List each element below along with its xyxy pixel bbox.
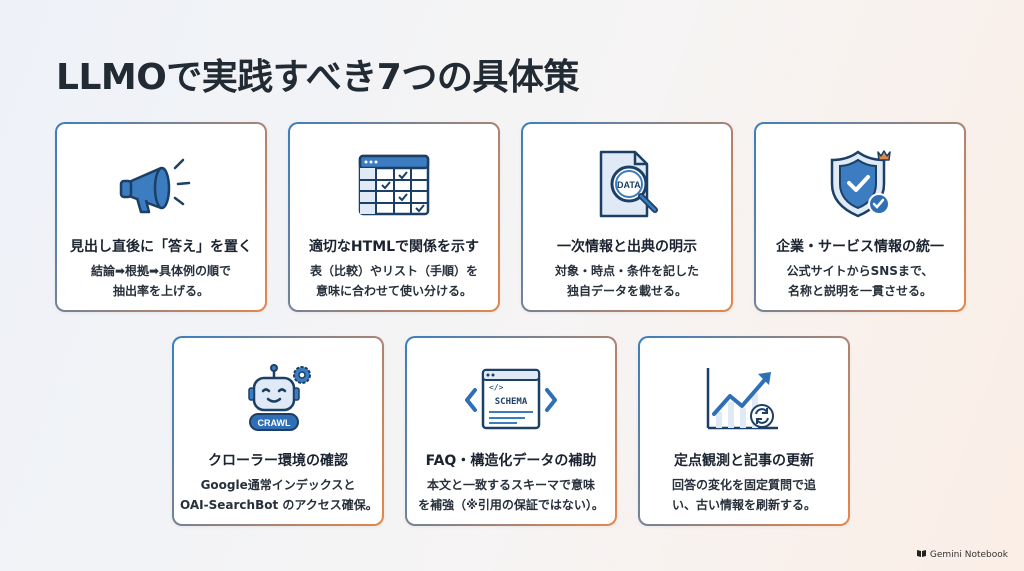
card-description-line: 名称と説明を一貫させる。	[787, 284, 932, 298]
card-description-line: 本文と一致するスキーマで意味	[426, 478, 595, 492]
card-description-line: 意味に合わせて使い分ける。	[315, 284, 472, 298]
data-document-icon: DATA	[577, 146, 677, 226]
card-description-line: OAI-SearchBot のアクセス確保。	[180, 498, 378, 512]
card-title: 一次情報と出典の明示	[557, 239, 697, 255]
data-label: DATA	[617, 180, 641, 190]
card-description: 表（比較）やリスト（手順）を 意味に合わせて使い分ける。	[296, 261, 492, 301]
crawler-robot-icon: CRAWL	[228, 360, 328, 440]
schema-window-icon: </> SCHEMA	[461, 360, 561, 440]
card-crawler: CRAWL クローラー環境の確認 Google通常インデックスと OAI-Sea…	[172, 336, 384, 526]
card-title: 見出し直後に「答え」を置く	[70, 239, 252, 255]
page-title: LLMOで実践すべき7つの具体策	[56, 57, 579, 98]
card-primary-data: DATA 一次情報と出典の明示 対象・時点・条件を記した 独自データを載せる。	[521, 122, 733, 312]
card-html-relations: 適切なHTMLで関係を示す 表（比較）やリスト（手順）を 意味に合わせて使い分け…	[288, 122, 500, 312]
card-description: 対象・時点・条件を記した 独自データを載せる。	[529, 261, 725, 301]
card-description-line: 表（比較）やリスト（手順）を	[309, 264, 478, 278]
card-description: 結論➡根拠➡具体例の順で 抽出率を上げる。	[63, 261, 259, 301]
card-consistent-info: 企業・サービス情報の統一 公式サイトからSNSまで、 名称と説明を一貫させる。	[754, 122, 966, 312]
card-title: 適切なHTMLで関係を示す	[308, 239, 480, 255]
svg-text:</>: </>	[489, 383, 504, 392]
notebook-icon	[916, 549, 927, 561]
card-monitor-update: 定点観測と記事の更新 回答の変化を固定質問で追 い、古い情報を刷新する。	[638, 336, 850, 526]
card-title: 定点観測と記事の更新	[674, 453, 814, 469]
card-description-line: を補強（※引用の保証ではない）。	[418, 498, 604, 512]
table-icon	[344, 146, 444, 226]
card-description-line: 結論➡根拠➡具体例の順で	[90, 264, 232, 278]
card-title: FAQ・構造化データの補助	[425, 453, 597, 469]
card-description-line: 独自データを載せる。	[566, 284, 687, 298]
card-description-line: 回答の変化を固定質問で追	[671, 478, 816, 492]
card-description-line: Google通常インデックスと	[200, 478, 356, 492]
card-faq-schema: </> SCHEMA FAQ・構造化データの補助 本文と一致するスキーマで意味 …	[405, 336, 617, 526]
megaphone-icon	[111, 146, 211, 226]
crawl-label: CRAWL	[258, 418, 291, 428]
card-description: Google通常インデックスと OAI-SearchBot のアクセス確保。	[180, 475, 378, 515]
card-title: 企業・サービス情報の統一	[776, 239, 944, 255]
card-description-line: 公式サイトからSNSまで、	[786, 264, 934, 278]
card-description-line: 対象・時点・条件を記した	[554, 264, 699, 278]
card-title: クローラー環境の確認	[208, 453, 348, 469]
branding-label: Gemini Notebook	[929, 550, 1008, 560]
branding: Gemini Notebook	[916, 549, 1008, 561]
card-description: 本文と一致するスキーマで意味 を補強（※引用の保証ではない）。	[413, 475, 609, 515]
card-description-line: い、古い情報を刷新する。	[671, 498, 816, 512]
card-answer-first: 見出し直後に「答え」を置く 結論➡根拠➡具体例の順で 抽出率を上げる。	[55, 122, 267, 312]
card-description-line: 抽出率を上げる。	[112, 284, 209, 298]
schema-label: SCHEMA	[495, 397, 528, 407]
trend-refresh-icon	[694, 360, 794, 440]
shield-check-icon	[810, 146, 910, 226]
card-description: 公式サイトからSNSまで、 名称と説明を一貫させる。	[762, 261, 958, 301]
card-description: 回答の変化を固定質問で追 い、古い情報を刷新する。	[646, 475, 842, 515]
